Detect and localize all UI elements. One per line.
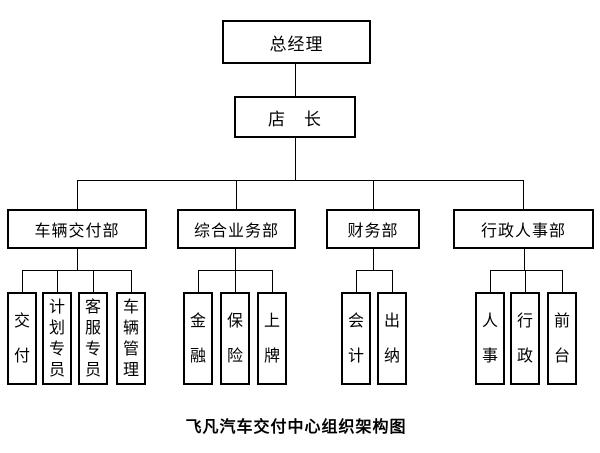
connector-line bbox=[77, 180, 78, 209]
connector-line bbox=[524, 249, 525, 270]
diagram-caption: 飞凡汽车交付中心组织架构图 bbox=[185, 419, 407, 436]
dept-box-comprehensive-business: 综合业务部 bbox=[177, 209, 296, 249]
connector-line bbox=[295, 138, 296, 180]
connector-line bbox=[131, 270, 132, 292]
role-box-label: 前台 bbox=[553, 312, 570, 365]
connector-line bbox=[22, 270, 23, 292]
connector-line bbox=[93, 270, 94, 292]
role-box-label: 保险 bbox=[226, 312, 243, 365]
connector-line bbox=[373, 180, 374, 209]
connector-line bbox=[198, 270, 199, 292]
connector-line bbox=[295, 64, 296, 96]
dept-box-finance: 财务部 bbox=[326, 209, 420, 249]
connector-line bbox=[57, 270, 58, 292]
role-box-label: 行政 bbox=[516, 312, 533, 365]
org-box-store-manager: 店 长 bbox=[234, 96, 356, 138]
role-box-label: 车辆管理 bbox=[122, 298, 139, 379]
connector-line bbox=[77, 249, 78, 270]
connector-line bbox=[562, 270, 563, 292]
connector-line bbox=[235, 249, 236, 270]
connector-line bbox=[525, 270, 526, 292]
role-box-cashier: 出纳 bbox=[377, 292, 407, 385]
role-box-financing: 金融 bbox=[183, 292, 213, 385]
connector-line bbox=[373, 249, 374, 270]
connector-line bbox=[490, 270, 563, 271]
dept-box-label: 车辆交付部 bbox=[34, 223, 120, 240]
dept-box-admin-hr: 行政人事部 bbox=[453, 209, 594, 249]
connector-line bbox=[22, 270, 132, 271]
dept-box-label: 行政人事部 bbox=[480, 223, 566, 240]
role-box-label: 计划专员 bbox=[48, 298, 65, 379]
connector-line bbox=[77, 180, 524, 181]
role-box-front-desk: 前台 bbox=[547, 292, 577, 385]
role-box-label: 金融 bbox=[189, 312, 206, 365]
role-box-insurance: 保险 bbox=[220, 292, 250, 385]
role-box-delivery: 交付 bbox=[7, 292, 37, 385]
org-box-general-manager: 总经理 bbox=[222, 20, 371, 64]
connector-line bbox=[235, 270, 236, 292]
role-box-plate-registration: 上牌 bbox=[257, 292, 287, 385]
role-box-label: 会计 bbox=[347, 312, 364, 365]
role-box-label: 客服专员 bbox=[84, 298, 101, 379]
role-box-label: 上牌 bbox=[263, 312, 280, 365]
role-box-accounting: 会计 bbox=[341, 292, 371, 385]
connector-line bbox=[490, 270, 491, 292]
role-box-label: 人事 bbox=[481, 312, 498, 365]
role-box-customer-service-specialist: 客服专员 bbox=[78, 292, 108, 385]
connector-line bbox=[356, 270, 357, 292]
role-box-hr: 人事 bbox=[475, 292, 505, 385]
org-box-label: 总经理 bbox=[269, 34, 324, 54]
role-box-label: 出纳 bbox=[383, 312, 400, 365]
connector-line bbox=[392, 270, 393, 292]
dept-box-label: 综合业务部 bbox=[193, 223, 279, 240]
connector-line bbox=[523, 180, 524, 209]
org-box-label: 店 长 bbox=[268, 109, 322, 129]
role-box-planning-specialist: 计划专员 bbox=[42, 292, 72, 385]
role-box-admin: 行政 bbox=[510, 292, 540, 385]
dept-box-label: 财务部 bbox=[347, 223, 399, 240]
role-box-vehicle-management: 车辆管理 bbox=[116, 292, 146, 385]
dept-box-vehicle-delivery: 车辆交付部 bbox=[7, 209, 147, 249]
connector-line bbox=[272, 270, 273, 292]
connector-line bbox=[356, 270, 393, 271]
role-box-label: 交付 bbox=[13, 312, 30, 365]
connector-line bbox=[236, 180, 237, 209]
